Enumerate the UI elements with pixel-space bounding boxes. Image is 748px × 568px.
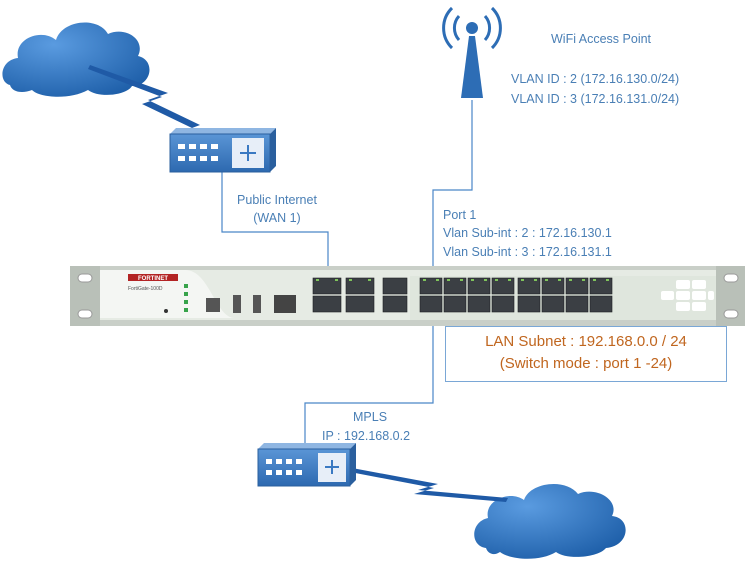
mpls-cloud-icon	[474, 483, 626, 559]
antenna-icon	[442, 6, 502, 98]
fortinet-logo-icon	[661, 280, 714, 311]
connection-lines	[221, 100, 473, 443]
lan-subnet-line2: (Switch mode : port 1 -24)	[499, 355, 673, 372]
port1-subint-line: Vlan Sub-int : 3 : 172.16.131.1	[443, 245, 612, 259]
lan-subnet-line1: LAN Subnet : 192.168.0.0 / 24	[485, 333, 687, 350]
wan-label-line1: Public Internet	[237, 193, 317, 207]
firewall-model: FortiGate-100D	[128, 286, 163, 292]
wan-label-line2: (WAN 1)	[253, 211, 301, 225]
wifi-ap-title: WiFi Access Point	[551, 32, 652, 46]
port1-subint-line: Vlan Sub-int : 2 : 172.16.130.1	[443, 226, 612, 240]
lightning-link-icon	[88, 65, 200, 128]
wifi-vlan-line: VLAN ID : 2 (172.16.130.0/24)	[511, 72, 680, 86]
mpls-title: MPLS	[353, 410, 388, 424]
firewall-brand: FORTINET	[138, 276, 168, 282]
lightning-link-icon	[350, 468, 508, 502]
mpls-ip: IP : 192.168.0.2	[322, 429, 411, 443]
internet-cloud-icon	[2, 22, 150, 97]
port-leds	[316, 279, 609, 281]
wifi-link	[432, 100, 473, 276]
router-icon	[169, 128, 276, 173]
router-icon	[257, 443, 356, 487]
firewall-appliance-icon: FORTINET FortiGate-100D	[70, 266, 745, 326]
firewall-ports	[312, 277, 613, 313]
mpls-link	[304, 316, 434, 443]
wifi-vlan-line: VLAN ID : 3 (172.16.131.0/24)	[511, 92, 680, 106]
wan-link	[221, 172, 329, 276]
lan-subnet-box: LAN Subnet : 192.168.0.0 / 24 (Switch mo…	[445, 326, 727, 382]
port1-title: Port 1	[443, 208, 477, 222]
